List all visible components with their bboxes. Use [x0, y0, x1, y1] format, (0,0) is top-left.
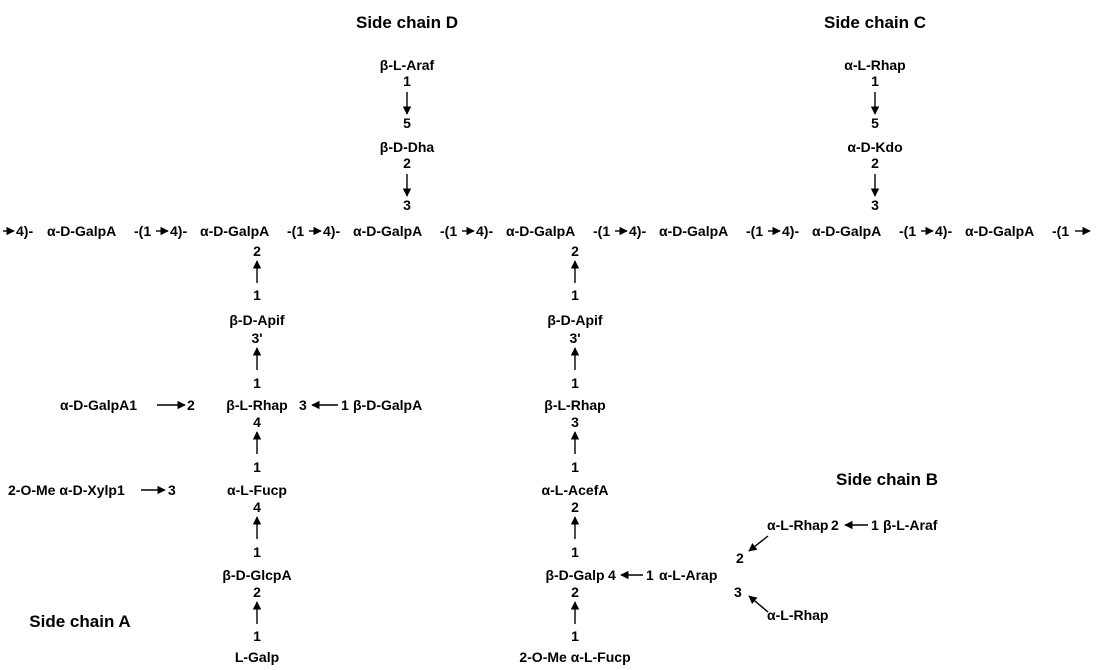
linkage-position: 3	[871, 197, 879, 213]
linkage-position: 4	[253, 414, 261, 430]
residue-2-o-me-alpha-l-fucp: 2-O-Me α-L-Fucp	[519, 649, 630, 665]
linkage-arrow	[748, 535, 769, 552]
backbone: 4)- α-D-GalpA -(1 4)- α-D-GalpA -(1 4)- …	[3, 223, 1091, 239]
residue-beta-d-galpa: β-D-GalpA	[353, 397, 422, 413]
linkage-position: 4	[608, 567, 616, 583]
linkage-position: 1	[646, 567, 654, 583]
side-chain-d: β-L-Araf 1 5 β-D-Dha 2 3	[380, 57, 435, 213]
backbone-residue: α-D-GalpA	[353, 223, 422, 239]
linkage-position: 5	[871, 115, 879, 131]
backbone-linkage: -(1	[287, 223, 304, 239]
linkage-position: 1	[871, 517, 879, 533]
residue-2-o-me-alpha-d-xylp: 2-O-Me α-D-Xylp1	[8, 482, 125, 498]
residue-beta-l-araf: β-L-Araf	[883, 517, 938, 533]
linkage-position: 2	[253, 584, 261, 600]
residue-alpha-l-acefa: α-L-AcefA	[542, 482, 609, 498]
linkage-position: 1	[571, 287, 579, 303]
linkage-position: 2	[571, 584, 579, 600]
backbone-linkage: -(1	[440, 223, 457, 239]
residue-alpha-l-rhap: α-L-Rhap	[767, 607, 828, 623]
backbone-linkage-to: 4)-	[629, 223, 646, 239]
linkage-position: 1	[871, 73, 879, 89]
linkage-position: 3'	[251, 330, 262, 346]
residue-beta-l-rhap: β-L-Rhap	[226, 397, 287, 413]
title-side-chain-b: Side chain B	[836, 470, 938, 489]
backbone-linkage: -(1	[899, 223, 916, 239]
linkage-position: 3	[734, 584, 742, 600]
linkage-position: 5	[403, 115, 411, 131]
residue-beta-l-araf: β-L-Araf	[380, 57, 435, 73]
residue-beta-d-glcpa: β-D-GlcpA	[222, 567, 291, 583]
linkage-position: 2	[253, 243, 261, 259]
linkage-position: 3	[168, 482, 176, 498]
residue-beta-d-apif: β-D-Apif	[547, 312, 603, 328]
backbone-linkage-to: 4)-	[170, 223, 187, 239]
linkage-position: 2	[571, 499, 579, 515]
linkage-position: 3	[571, 414, 579, 430]
backbone-residue: α-D-GalpA	[200, 223, 269, 239]
backbone-start-label: 4)-	[16, 223, 33, 239]
linkage-position: 2	[187, 397, 195, 413]
linkage-position: 1	[571, 459, 579, 475]
residue-alpha-d-galpa: α-D-GalpA1	[60, 397, 137, 413]
linkage-arrow	[748, 595, 769, 613]
linkage-position: 1	[253, 544, 261, 560]
linkage-position: 2	[871, 155, 879, 171]
linkage-position: 1	[253, 459, 261, 475]
linkage-position: 1	[253, 375, 261, 391]
linkage-position: 2	[831, 517, 839, 533]
linkage-position: 1	[253, 287, 261, 303]
side-chain-a: 2 1 β-D-Apif 3' 1 α-D-GalpA1 2 β-L-Rhap …	[8, 243, 422, 665]
residue-beta-d-galp: β-D-Galp	[545, 567, 604, 583]
linkage-position: 3'	[569, 330, 580, 346]
backbone-residue: α-D-GalpA	[659, 223, 728, 239]
residue-alpha-l-fucp: α-L-Fucp	[227, 482, 287, 498]
linkage-position: 2	[403, 155, 411, 171]
residue-beta-d-dha: β-D-Dha	[380, 139, 435, 155]
backbone-linkage-to: 4)-	[323, 223, 340, 239]
backbone-linkage-to: 4)-	[782, 223, 799, 239]
backbone-end-linkage: -(1	[1052, 223, 1069, 239]
backbone-residue: α-D-GalpA	[812, 223, 881, 239]
linkage-position: 3	[403, 197, 411, 213]
residue-beta-d-apif: β-D-Apif	[229, 312, 285, 328]
residue-alpha-l-rhap: α-L-Rhap	[844, 57, 905, 73]
linkage-position: 2	[571, 243, 579, 259]
residue-alpha-d-kdo: α-D-Kdo	[847, 139, 902, 155]
residue-alpha-l-arap: α-L-Arap	[659, 567, 717, 583]
side-chain-c: α-L-Rhap 1 5 α-D-Kdo 2 3	[844, 57, 905, 213]
linkage-position: 4	[253, 499, 261, 515]
backbone-linkage: -(1	[746, 223, 763, 239]
title-side-chain-c: Side chain C	[824, 13, 926, 32]
backbone-linkage: -(1	[134, 223, 151, 239]
title-side-chain-d: Side chain D	[356, 13, 458, 32]
linkage-position: 3	[299, 397, 307, 413]
residue-beta-l-rhap: β-L-Rhap	[544, 397, 605, 413]
backbone-linkage-to: 4)-	[476, 223, 493, 239]
linkage-position: 1	[403, 73, 411, 89]
residue-l-galp: L-Galp	[235, 649, 279, 665]
linkage-position: 1	[571, 544, 579, 560]
side-chain-b: 2 1 β-D-Apif 3' 1 β-L-Rhap 3 1 α-L-AcefA…	[519, 243, 937, 665]
linkage-position: 2	[736, 550, 744, 566]
linkage-position: 1	[571, 375, 579, 391]
residue-alpha-l-rhap: α-L-Rhap	[767, 517, 828, 533]
backbone-residue: α-D-GalpA	[965, 223, 1034, 239]
linkage-position: 1	[253, 628, 261, 644]
linkage-position: 1	[571, 628, 579, 644]
title-side-chain-a: Side chain A	[29, 612, 130, 631]
backbone-residue: α-D-GalpA	[506, 223, 575, 239]
backbone-residue: α-D-GalpA	[47, 223, 116, 239]
linkage-position: 1	[341, 397, 349, 413]
backbone-linkage-to: 4)-	[935, 223, 952, 239]
backbone-linkage: -(1	[593, 223, 610, 239]
